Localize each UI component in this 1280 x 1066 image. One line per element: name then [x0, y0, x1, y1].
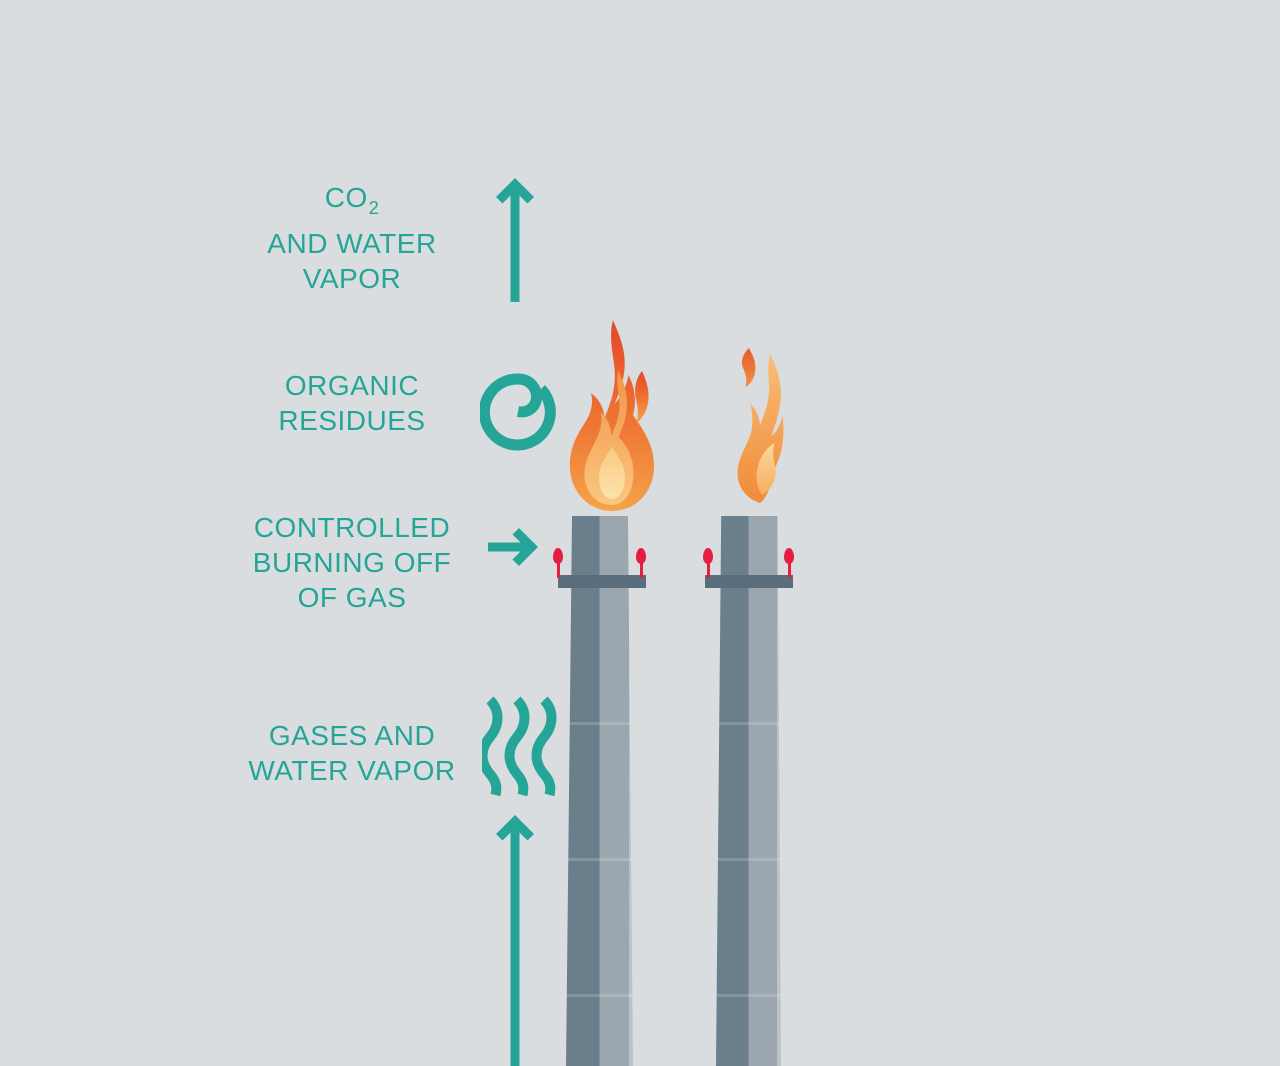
label-line: OF GAS: [297, 582, 407, 613]
label-line: BURNING OFF: [252, 547, 452, 578]
flare-stack-left: [566, 516, 633, 1066]
co2-main-text: CO: [324, 182, 368, 213]
flame-slim-icon: [737, 348, 784, 503]
label-line: AND WATER: [267, 228, 437, 259]
label-line: CONTROLLED: [253, 512, 451, 543]
label-line: RESIDUES: [278, 405, 426, 436]
wave-line: [504, 696, 530, 797]
flame-core: [599, 447, 625, 499]
pilot-stem: [706, 561, 710, 578]
pilot-crossbar-right: [705, 575, 793, 588]
label-line: ORGANIC: [284, 370, 420, 401]
flare-stack-right: [716, 516, 781, 1066]
wave-line: [531, 696, 557, 797]
pilot-head: [636, 548, 646, 564]
up-arrow-icon: [496, 178, 534, 302]
label-controlled-burning: CONTROLLED BURNING OFF OF GAS: [212, 510, 492, 615]
pilot-head: [703, 548, 713, 564]
stack-seam: [716, 994, 781, 997]
stack-seam: [566, 858, 633, 861]
label-co2-and-water-vapor: CO2 AND WATER VAPOR: [212, 180, 492, 296]
stack-seam: [566, 722, 633, 725]
pilot-stem: [639, 561, 643, 578]
right-arrow-glyph: [488, 528, 538, 566]
pilot-stem: [787, 561, 791, 578]
flame-side-wisp: [635, 371, 649, 423]
label-line: GASES AND: [268, 720, 436, 751]
flame-inner-leaf: [756, 443, 776, 495]
pilot-burner-icon: [703, 548, 713, 578]
spiral-glyph: [480, 373, 556, 451]
pilot-burner-icon: [553, 548, 563, 578]
pilot-burner-icon: [784, 548, 794, 578]
label-gases-and-water-vapor: GASES AND WATER VAPOR: [212, 718, 492, 788]
label-line: CO2: [212, 180, 492, 226]
flame-tip-wisp: [741, 348, 756, 387]
up-arrow-glyph: [496, 815, 534, 1066]
heat-waves-icon: [482, 696, 557, 797]
pilot-crossbar-left: [558, 575, 646, 588]
stack-seam: [716, 858, 781, 861]
stack-seam: [716, 722, 781, 725]
label-organic-residues: ORGANIC RESIDUES: [212, 368, 492, 438]
wave-line: [482, 696, 503, 797]
right-arrow-icon: [488, 528, 538, 566]
pilot-burner-icon: [636, 548, 646, 578]
label-line: VAPOR: [302, 263, 402, 294]
pilot-head: [784, 548, 794, 564]
label-line: WATER VAPOR: [248, 755, 456, 786]
up-arrow-icon: [496, 815, 534, 1066]
flame-large-icon: [569, 320, 654, 511]
pilot-head: [553, 548, 563, 564]
pilot-stem: [556, 561, 560, 578]
co2-subscript: 2: [368, 198, 380, 218]
spiral-icon: [480, 373, 556, 451]
up-arrow-glyph: [496, 178, 534, 302]
stack-seam: [566, 994, 633, 997]
